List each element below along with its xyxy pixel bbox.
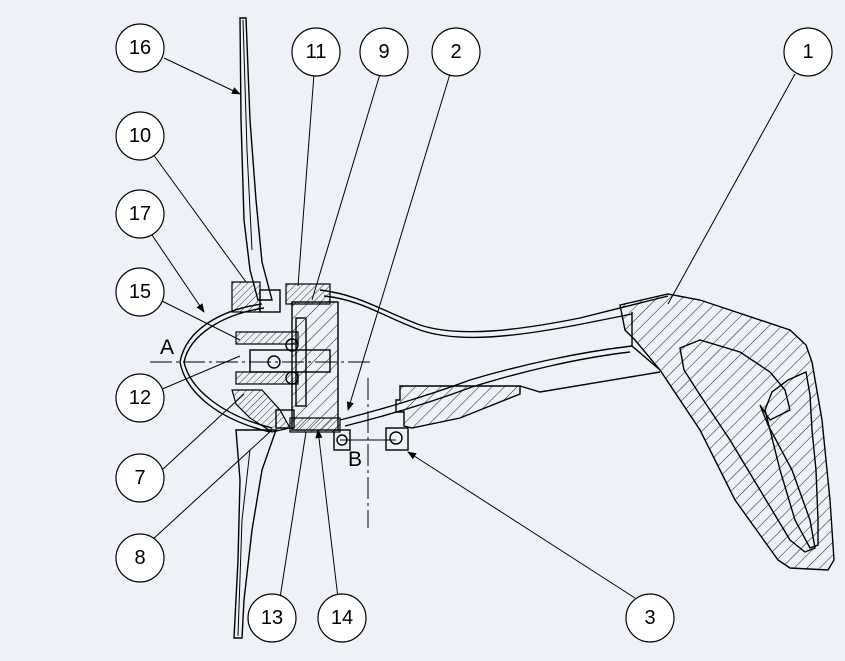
callout-label-12: 12 [129,387,151,409]
leader-lines [149,57,796,599]
callout-label-2: 2 [450,41,461,63]
hub-assembly [231,281,351,451]
callout-balloon-14: 14 [317,593,367,643]
callout-label-13: 13 [261,607,283,629]
callout-label-16: 16 [129,37,151,59]
callout-balloon-13: 13 [247,593,297,643]
callout-balloon-8: 8 [115,533,165,583]
callout-balloon-7: 7 [115,453,165,503]
callout-label-14: 14 [331,607,353,629]
nacelle-housing [319,289,669,427]
callout-label-1: 1 [802,41,813,63]
callout-balloon-9: 9 [359,27,409,77]
callout-balloon-16: 16 [115,23,165,73]
yaw-bracket [385,385,521,451]
callout-label-7: 7 [134,467,145,489]
callout-label-11: 11 [306,41,327,63]
callout-balloon-10: 10 [115,111,165,161]
callout-label-9: 9 [378,41,389,63]
section-mark-b: B [348,448,362,471]
callout-balloon-1: 1 [783,27,833,77]
callout-label-17: 17 [129,203,151,225]
callout-label-8: 8 [134,547,145,569]
callout-balloon-17: 17 [115,189,165,239]
callout-balloon-15: 15 [115,267,165,317]
callout-balloon-11: 11 [291,27,341,77]
tower-frame [619,293,835,571]
callout-balloon-2: 2 [431,27,481,77]
callout-label-3: 3 [644,607,655,629]
callout-balloon-3: 3 [625,593,675,643]
callout-balloon-12: 12 [115,373,165,423]
callout-label-15: 15 [129,281,151,303]
callout-label-10: 10 [129,125,151,147]
rotor-blade [233,17,277,639]
section-mark-a: A [160,336,174,359]
